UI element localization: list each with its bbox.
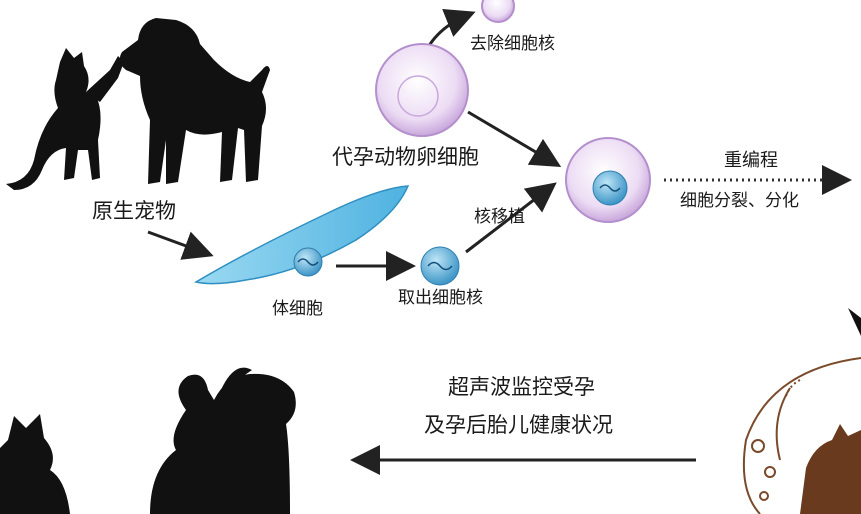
cloned-dog-silhouette <box>150 367 296 514</box>
nuclear-transfer-arrow <box>465 182 557 254</box>
surrogate-egg-cell <box>375 43 469 137</box>
cloned-cat-silhouette <box>0 414 70 514</box>
original-pet-label: 原生宠物 <box>92 199 176 223</box>
ultrasound-label-line2: 及孕后胎儿健康状况 <box>424 413 613 437</box>
extracted-nucleus <box>420 246 460 286</box>
somatic-cell <box>193 185 410 285</box>
egg-to-clone-arrow <box>467 110 562 168</box>
nuclear-transfer-label: 核移植 <box>474 207 525 227</box>
extract-nucleus-label: 取出细胞核 <box>398 288 483 308</box>
division-differentiation-label: 细胞分裂、分化 <box>680 191 799 211</box>
original-cat-silhouette <box>6 48 124 190</box>
ultrasound-label-line1: 超声波监控受孕 <box>448 375 595 399</box>
surrogate-egg-label: 代孕动物卵细胞 <box>332 145 479 169</box>
original-dog-silhouette <box>119 18 270 184</box>
surrogate-ornament <box>742 357 861 514</box>
somatic-cell-label: 体细胞 <box>272 299 323 319</box>
surrogate-cat-silhouette <box>800 424 861 514</box>
reprogramming-label: 重编程 <box>724 150 778 171</box>
removed-nucleus <box>481 0 515 23</box>
down-arrow-icon <box>848 308 861 336</box>
remove-nucleus-label: 去除细胞核 <box>470 34 555 54</box>
reconstructed-egg-cell <box>565 137 651 223</box>
pet-to-cell-arrow <box>147 230 214 260</box>
